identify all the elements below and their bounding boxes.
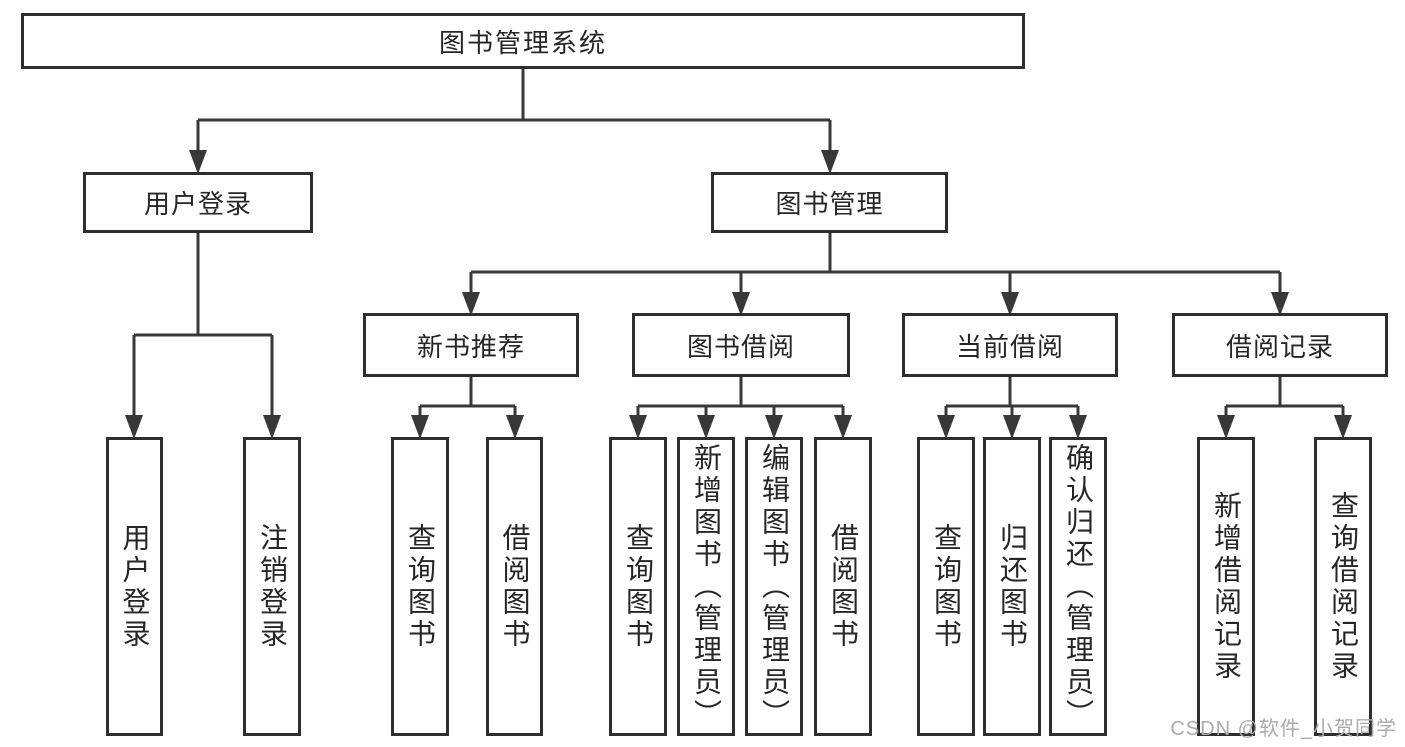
- node-label: 图书管理: [775, 189, 884, 219]
- leaf-edit-books-admin: 编辑图书（管理员）: [745, 437, 803, 736]
- arrowheads: [125, 150, 1352, 439]
- node-user-login: 用户登录: [83, 172, 313, 233]
- arrow-icon: [1001, 292, 1019, 316]
- node-label: 查询图书: [623, 522, 654, 651]
- node-label: 确认归还（管理员）: [1063, 442, 1094, 731]
- node-label: 归还图书: [997, 522, 1028, 651]
- arrow-icon: [125, 415, 143, 439]
- node-label: 借阅记录: [1225, 331, 1334, 362]
- arrow-icon: [1069, 415, 1087, 439]
- arrow-icon: [411, 415, 429, 439]
- leaf-add-borrow-record: 新增借阅记录: [1197, 437, 1255, 736]
- node-label: 借阅图书: [499, 522, 531, 651]
- connector-mgmt-to-level3: [469, 233, 1282, 294]
- leaf-query-books: 查询图书: [609, 437, 667, 736]
- leaf-borrow-books: 借阅图书: [486, 437, 543, 736]
- leaf-query-books: 查询图书: [391, 437, 449, 736]
- arrow-icon: [263, 415, 281, 439]
- node-label: 注销登录: [257, 522, 288, 651]
- arrow-icon: [1271, 292, 1289, 316]
- arrow-icon: [821, 150, 839, 174]
- node-label: 借阅图书: [828, 522, 859, 651]
- leaf-user-login: 用户登录: [106, 437, 163, 736]
- connector-paths: [132, 69, 1345, 417]
- node-label: 用户登录: [119, 522, 151, 651]
- arrow-icon: [1217, 415, 1235, 439]
- arrow-icon: [629, 415, 647, 439]
- node-label: 编辑图书（管理员）: [759, 442, 790, 731]
- node-label: 新书推荐: [416, 331, 525, 362]
- node-label: 查询借阅记录: [1328, 490, 1359, 683]
- node-label: 查询图书: [931, 522, 962, 651]
- leaf-query-borrow-record: 查询借阅记录: [1314, 437, 1372, 736]
- connector-newrec-to-leaves: [418, 377, 517, 417]
- node-new-book-recommend: 新书推荐: [363, 313, 579, 377]
- node-label: 用户登录: [143, 189, 252, 219]
- node-label: 新增图书（管理员）: [691, 442, 722, 731]
- leaf-borrow-books: 借阅图书: [814, 437, 872, 736]
- node-label: 当前借阅: [955, 331, 1064, 362]
- leaf-query-books: 查询图书: [917, 437, 975, 736]
- arrow-icon: [506, 415, 524, 439]
- arrow-icon: [937, 415, 955, 439]
- leaf-logout: 注销登录: [243, 437, 301, 736]
- leaf-add-books-admin: 新增图书（管理员）: [677, 437, 735, 736]
- connector-login-to-leaves: [132, 233, 274, 417]
- node-label: 查询图书: [405, 522, 436, 651]
- arrow-icon: [697, 415, 715, 439]
- node-label: 图书借阅: [686, 331, 795, 362]
- arrow-icon: [189, 150, 207, 174]
- node-current-borrowing: 当前借阅: [902, 313, 1118, 377]
- node-book-management: 图书管理: [711, 172, 948, 233]
- arrow-icon: [1003, 415, 1021, 439]
- arrow-icon: [1334, 415, 1352, 439]
- arrow-icon: [834, 415, 852, 439]
- connector-bookborrow-to-leaves: [636, 377, 845, 417]
- connector-curborrow-to-leaves: [944, 377, 1080, 417]
- csdn-watermark: CSDN @软件_小贺同学: [1170, 718, 1397, 740]
- node-root-title: 图书管理系统: [21, 13, 1025, 69]
- node-book-borrowing: 图书借阅: [632, 313, 850, 377]
- leaf-return-books: 归还图书: [983, 437, 1041, 736]
- node-label: 图书管理系统: [438, 27, 607, 58]
- connector-root-to-level2: [196, 69, 832, 152]
- node-label: 新增借阅记录: [1211, 490, 1242, 683]
- arrow-icon: [462, 292, 480, 316]
- node-borrowing-records: 借阅记录: [1172, 313, 1388, 377]
- connector-records-to-leaves: [1224, 377, 1345, 417]
- arrow-icon: [765, 415, 783, 439]
- leaf-confirm-return-admin: 确认归还（管理员）: [1049, 437, 1107, 736]
- arrow-icon: [732, 292, 750, 316]
